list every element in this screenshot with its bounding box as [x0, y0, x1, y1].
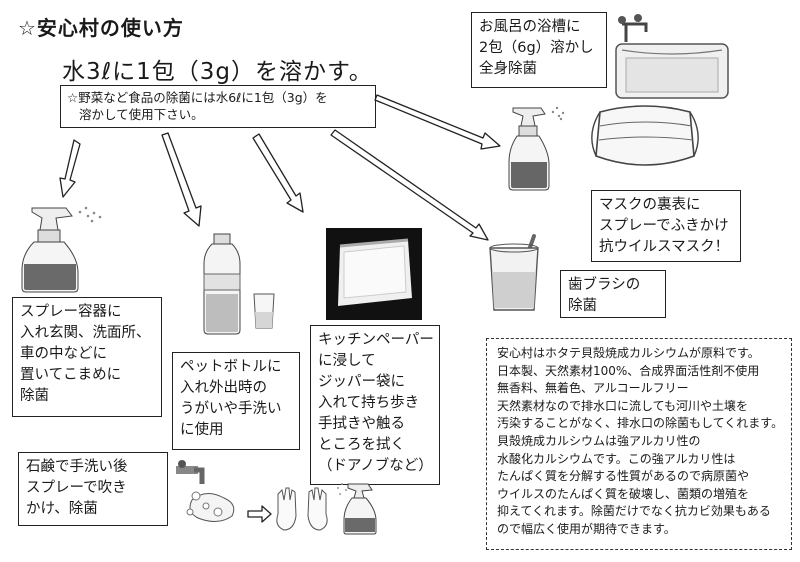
- info-line: 安心村はホタテ貝殻焼成カルシウムが原料です。: [497, 346, 760, 360]
- arrow-to-spray: [59, 139, 81, 198]
- arrow-to-bottle: [161, 132, 202, 227]
- toothbrush-line: 除菌: [568, 298, 597, 314]
- mask-line: スプレーでふきかけ: [599, 218, 729, 234]
- pet-bottle-icon: [203, 233, 275, 335]
- bath-line: 全身除菌: [479, 61, 537, 77]
- bottle-line: うがいや手洗い: [180, 401, 282, 417]
- info-line: 天然素材なので排水口に流しても河川や土壌を: [497, 398, 749, 413]
- info-line: 貝殻焼成カルシウムは強アルカリ性の: [497, 433, 701, 448]
- info-line: 日本製、天然素材100%、合成界面活性剤不使用: [497, 363, 760, 378]
- page-title: ☆安心村の使い方: [18, 16, 184, 40]
- bottle-line: 入れ外出時の: [180, 380, 267, 396]
- info-line: ので幅広く使用が期待できます。: [497, 521, 676, 536]
- kitchen-line: 手拭きや触る: [318, 416, 405, 432]
- handwash-box: 石鹸で手洗い後 スプレーで吹き かけ、除菌: [18, 452, 168, 526]
- mask-line: 抗ウイルスマスク！: [599, 239, 730, 255]
- spray-bottle-icon: [337, 483, 377, 535]
- arrow-to-toothbrush: [330, 129, 489, 241]
- faucet-hands-icon: [176, 460, 235, 522]
- spray-bottle-icon: [21, 206, 102, 293]
- kitchen-line: ジッパー袋に: [318, 374, 405, 390]
- info-line: 水酸化カルシウムです。この強アルカリ性は: [497, 451, 736, 466]
- bottle-line: ペットボトルに: [180, 359, 282, 375]
- kitchen-line: に浸して: [318, 353, 376, 369]
- main-instruction: 水3ℓに1包（3g）を溶かす。: [62, 59, 373, 85]
- toothbrush-line: 歯ブラシの: [568, 277, 641, 293]
- kitchen-line: （ドアノブなど）: [318, 458, 433, 474]
- info-line: 無香料、無着色、アルコールフリー: [497, 381, 689, 396]
- toothbrush-cup-icon: [489, 234, 539, 311]
- mask-box: マスクの裏表に スプレーでふきかけ 抗ウイルスマスク！: [591, 190, 741, 262]
- info-line: 汚染することがなく、排水口の除菌もしてくれます。: [497, 416, 784, 431]
- bottle-box: ペットボトルに 入れ外出時の うがいや手洗い に使用: [172, 352, 300, 450]
- food-note-line: 溶かして使用下さい。: [79, 107, 204, 122]
- kitchen-paper-photo: [326, 228, 422, 320]
- spray-line: 置いてこまめに: [20, 367, 122, 383]
- arrow-to-mask-spray: [374, 94, 501, 150]
- spray-bottle-icon: [508, 106, 565, 191]
- bottle-line: に使用: [180, 422, 224, 438]
- spray-line: 車の中などに: [20, 346, 107, 362]
- kitchen-box: キッチンペーパー に浸して ジッパー袋に 入れて持ち歩き 手拭きや触る ところを…: [310, 325, 440, 485]
- arrow-to-kitchen: [252, 133, 304, 213]
- bathtub-icon: [615, 14, 729, 99]
- spray-line: スプレー容器に: [20, 304, 122, 320]
- kitchen-line: キッチンペーパー: [318, 332, 434, 348]
- mask-line: マスクの裏表に: [599, 197, 701, 213]
- info-line: 抑えてくれます。除菌だけでなく抗カビ効果もある: [497, 504, 771, 519]
- info-box: 安心村はホタテ貝殻焼成カルシウムが原料です。 日本製、天然素材100%、合成界面…: [486, 338, 792, 550]
- food-note-box: ☆野菜など食品の除菌には水6ℓに1包（3g）を 溶かして使用下さい。: [60, 85, 376, 128]
- handwash-line: 石鹸で手洗い後: [26, 459, 128, 475]
- food-note-line: ☆野菜など食品の除菌には水6ℓに1包（3g）を: [67, 90, 328, 105]
- handwash-line: かけ、除菌: [26, 501, 98, 517]
- info-line: たんぱく質を分解する性質があるので病原菌や: [497, 469, 750, 484]
- kitchen-line: ところを拭く: [318, 437, 405, 453]
- handwash-line: スプレーで吹き: [26, 480, 127, 496]
- arrow-hands: [247, 505, 272, 523]
- bath-line: 2包（6g）溶かし: [479, 40, 594, 56]
- spray-line: 除菌: [20, 388, 49, 404]
- bath-line: お風呂の浴槽に: [479, 19, 581, 35]
- hands-icon: [276, 487, 328, 531]
- kitchen-line: 入れて持ち歩き: [318, 395, 420, 411]
- bath-box: お風呂の浴槽に 2包（6g）溶かし 全身除菌: [471, 12, 607, 88]
- spray-box: スプレー容器に 入れ玄関、洗面所、 車の中などに 置いてこまめに 除菌: [12, 297, 162, 417]
- info-line: ウイルスのたんぱく質を破壊し、菌類の増殖を: [497, 486, 750, 501]
- toothbrush-box: 歯ブラシの 除菌: [560, 270, 666, 318]
- mask-icon: [591, 105, 699, 166]
- spray-line: 入れ玄関、洗面所、: [20, 325, 151, 341]
